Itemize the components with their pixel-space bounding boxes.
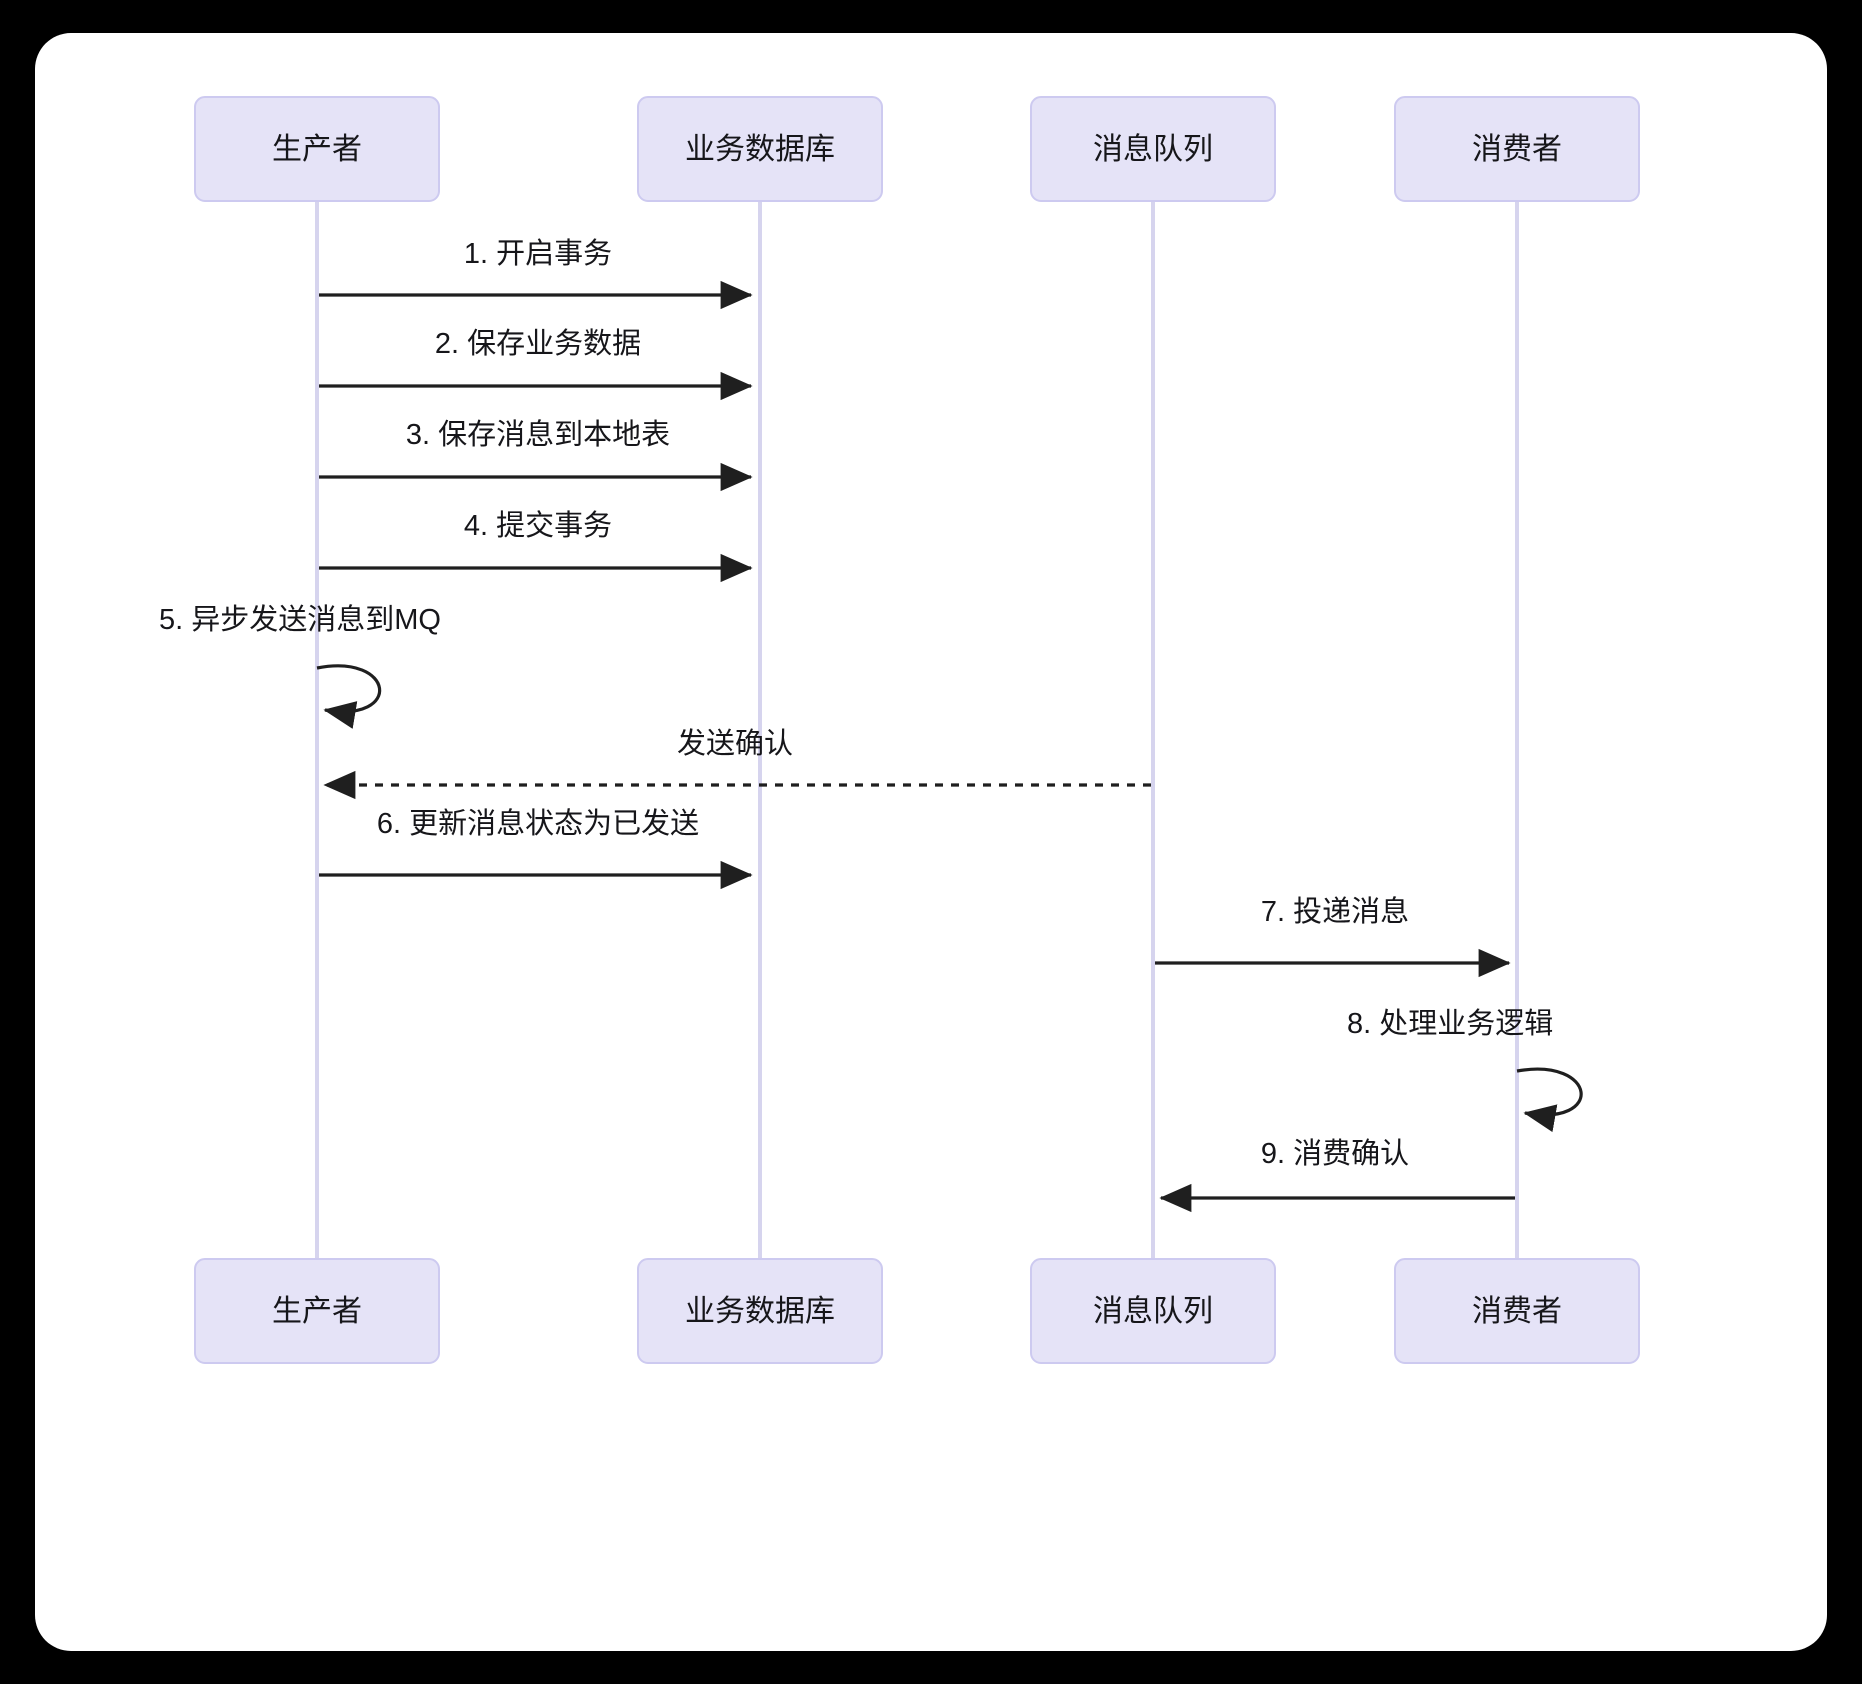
actor-boxes-top: 生产者 业务数据库 消息队列 消费者: [194, 96, 1640, 202]
sequence-diagram: 生产者 业务数据库 消息队列 消费者: [35, 33, 1827, 1651]
message-label-4: 4. 提交事务: [464, 509, 612, 542]
message-label-5: 5. 异步发送消息到MQ: [159, 603, 441, 636]
message-label-1: 1. 开启事务: [464, 237, 612, 270]
actor-label-consumer-top: 消费者: [1472, 133, 1562, 166]
actor-bottom-mq[interactable]: 消息队列: [1030, 1258, 1276, 1364]
actor-box-mq-bottom[interactable]: [1030, 1258, 1276, 1364]
message-return-send-ack: 发送确认: [323, 727, 1151, 800]
actor-label-database-bottom: 业务数据库: [685, 1295, 835, 1328]
message-1: 1. 开启事务: [319, 237, 753, 310]
lifelines: [315, 201, 1519, 1259]
actor-box-database-top[interactable]: [637, 96, 883, 202]
message-label-8: 8. 处理业务逻辑: [1347, 1007, 1553, 1040]
actor-label-mq-top: 消息队列: [1093, 133, 1213, 166]
message-2: 2. 保存业务数据: [319, 327, 753, 401]
actor-top-mq[interactable]: 消息队列: [1030, 96, 1276, 202]
actor-bottom-database[interactable]: 业务数据库: [637, 1258, 883, 1364]
actor-box-mq-top[interactable]: [1030, 96, 1276, 202]
message-label-9: 9. 消费确认: [1261, 1137, 1409, 1170]
actor-label-producer-top: 生产者: [272, 133, 362, 166]
actor-boxes-bottom: 生产者 业务数据库 消息队列 消费者: [194, 1258, 1640, 1364]
actor-box-producer-bottom[interactable]: [194, 1258, 440, 1364]
message-4: 4. 提交事务: [319, 509, 753, 583]
message-6: 6. 更新消息状态为已发送: [319, 807, 753, 890]
actor-bottom-consumer[interactable]: 消费者: [1394, 1258, 1640, 1364]
actor-box-database-bottom[interactable]: [637, 1258, 883, 1364]
actor-box-consumer-bottom[interactable]: [1394, 1258, 1640, 1364]
actor-label-database-top: 业务数据库: [685, 133, 835, 166]
message-8: 8. 处理业务逻辑: [1347, 1007, 1583, 1133]
actor-box-consumer-top[interactable]: [1394, 96, 1640, 202]
actor-box-producer-top[interactable]: [194, 96, 440, 202]
actor-label-mq-bottom: 消息队列: [1093, 1295, 1213, 1328]
message-selfloop-5: [316, 664, 382, 729]
message-9: 9. 消费确认: [1159, 1137, 1515, 1213]
message-5: 5. 异步发送消息到MQ: [159, 603, 441, 729]
message-label-6: 6. 更新消息状态为已发送: [377, 807, 699, 840]
message-label-3: 3. 保存消息到本地表: [406, 418, 670, 451]
actor-top-consumer[interactable]: 消费者: [1394, 96, 1640, 202]
actor-label-producer-bottom: 生产者: [272, 1295, 362, 1328]
message-7: 7. 投递消息: [1155, 895, 1511, 978]
actor-label-consumer-bottom: 消费者: [1472, 1295, 1562, 1328]
actor-bottom-producer[interactable]: 生产者: [194, 1258, 440, 1364]
sequence-diagram-svg: 生产者 业务数据库 消息队列 消费者: [159, 96, 1640, 1364]
message-label-send-ack: 发送确认: [677, 727, 793, 760]
message-label-2: 2. 保存业务数据: [435, 327, 641, 360]
actor-top-database[interactable]: 业务数据库: [637, 96, 883, 202]
message-selfloop-8: [1516, 1067, 1583, 1133]
actor-top-producer[interactable]: 生产者: [194, 96, 440, 202]
diagram-canvas: 生产者 业务数据库 消息队列 消费者: [35, 33, 1827, 1651]
message-3: 3. 保存消息到本地表: [319, 418, 753, 492]
message-label-7: 7. 投递消息: [1261, 895, 1409, 928]
